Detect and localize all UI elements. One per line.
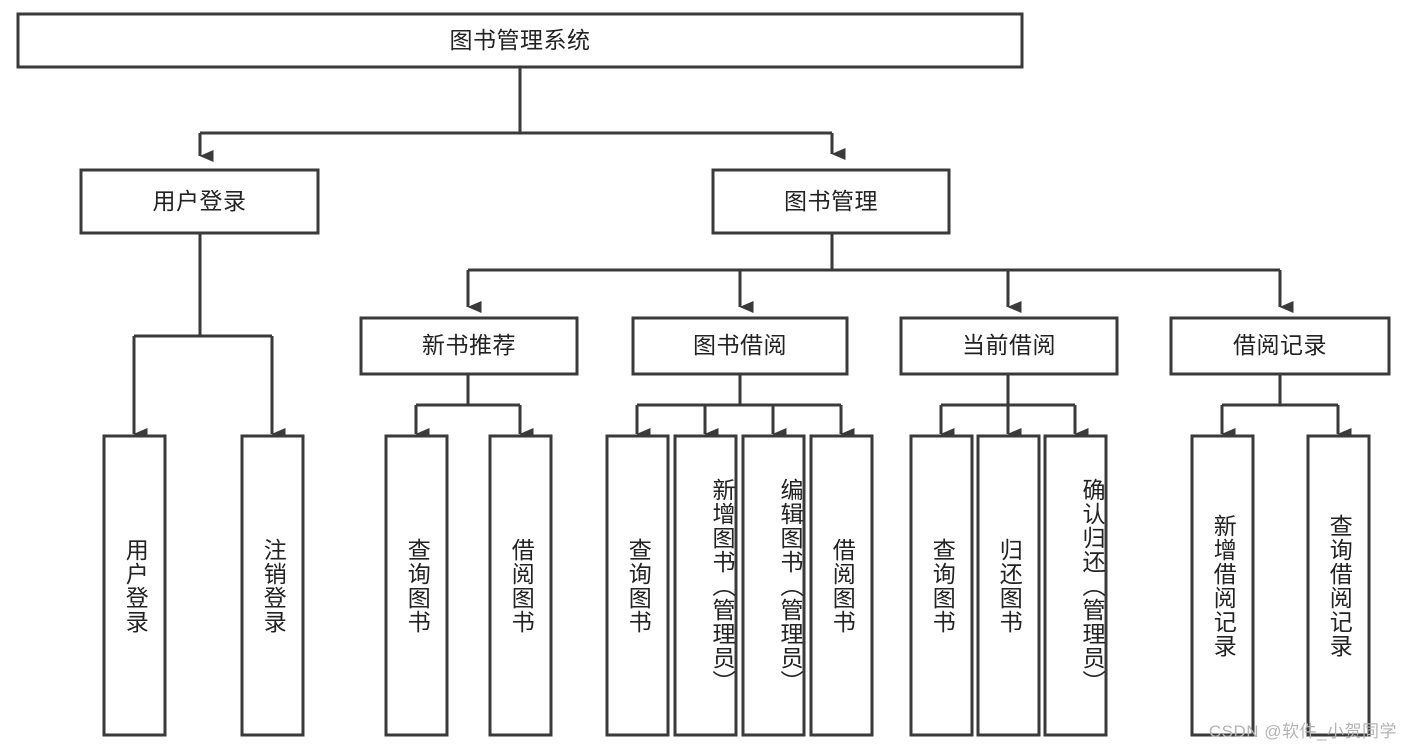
connector-bookmanage-to-level3 <box>466 234 1294 313</box>
node-box-leaf-return-book <box>976 434 1041 737</box>
node-box-leaf-query-book-1 <box>384 434 449 737</box>
node-box-leaf-query-book-3 <box>909 434 974 737</box>
node-box-leaf-query-record <box>1306 434 1371 737</box>
node-box-borrow-record <box>1169 316 1391 376</box>
connector-root-to-level2 <box>198 68 846 162</box>
node-box-leaf-confirm-return <box>1043 434 1108 737</box>
node-box-leaf-user-logout <box>240 434 305 737</box>
node-box-leaf-borrow-book-1 <box>488 434 553 737</box>
connector-newbook-to-leaves <box>414 375 534 440</box>
node-box-leaf-user-login <box>102 434 167 737</box>
node-box-new-book-rec <box>359 316 579 376</box>
connector-borrowrecord-to-leaves <box>1220 375 1352 440</box>
node-box-leaf-borrow-book-2 <box>809 434 874 737</box>
node-box-leaf-edit-book <box>741 434 806 737</box>
node-box-user-login <box>79 168 320 235</box>
node-box-book-borrow <box>631 316 849 376</box>
node-box-book-manage <box>711 168 951 235</box>
connector-currentborrow-to-leaves <box>939 375 1089 440</box>
connector-bookborrow-to-leaves <box>635 375 855 440</box>
node-box-leaf-add-record <box>1190 434 1255 737</box>
node-box-current-borrow <box>899 316 1119 376</box>
node-box-root <box>16 12 1024 69</box>
node-box-leaf-add-book <box>673 434 738 737</box>
node-box-leaf-query-book-2 <box>605 434 670 737</box>
connector-userlogin-to-leaves <box>132 234 286 440</box>
